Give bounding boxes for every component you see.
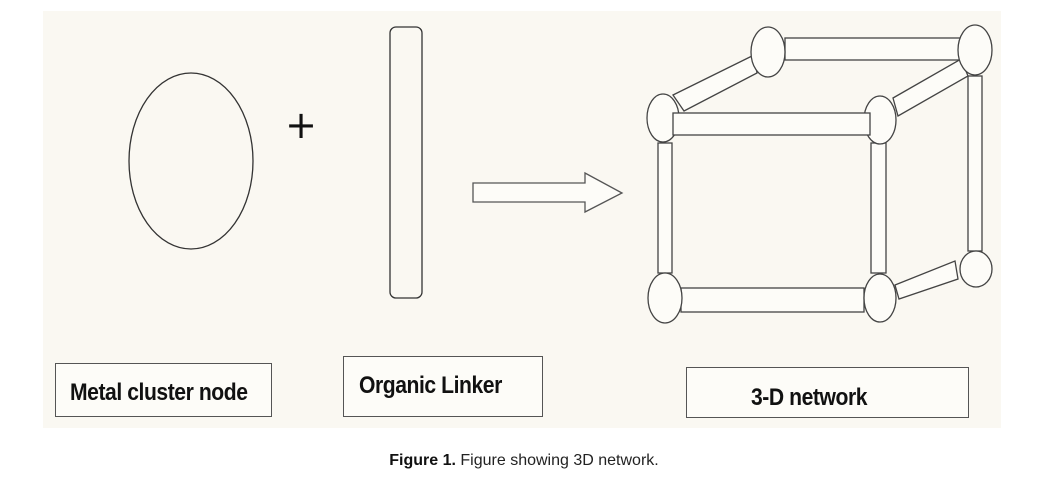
- network-structure: [646, 24, 993, 324]
- network-linker: [894, 260, 959, 300]
- network-node: [863, 273, 897, 323]
- metal-node-label: Metal cluster node: [55, 363, 272, 417]
- network-node: [647, 272, 683, 324]
- network-linker: [784, 37, 962, 61]
- network-linker: [967, 75, 983, 252]
- network-label: 3-D network: [686, 367, 969, 418]
- network-label-text: 3-D network: [751, 383, 868, 411]
- network-linker: [672, 112, 871, 136]
- metal-node-label-text: Metal cluster node: [70, 379, 248, 406]
- network-linker: [680, 287, 865, 313]
- network-node: [750, 26, 786, 78]
- metal-node-shape: [128, 72, 254, 250]
- arrow-right-icon: [472, 171, 624, 214]
- network-linker: [672, 54, 758, 112]
- network-linker: [892, 58, 969, 117]
- network-linker: [657, 142, 673, 274]
- caption-number: Figure 1.: [389, 452, 456, 469]
- figure-caption: Figure 1. Figure showing 3D network.: [0, 452, 1048, 470]
- plus-sign: +: [285, 103, 317, 147]
- organic-linker-label: Organic Linker: [343, 356, 543, 417]
- caption-text: Figure showing 3D network.: [460, 452, 659, 469]
- network-node: [959, 250, 993, 288]
- network-linker: [870, 142, 887, 274]
- network-node: [957, 24, 993, 76]
- organic-linker-shape: [389, 26, 423, 299]
- organic-linker-label-text: Organic Linker: [359, 371, 502, 399]
